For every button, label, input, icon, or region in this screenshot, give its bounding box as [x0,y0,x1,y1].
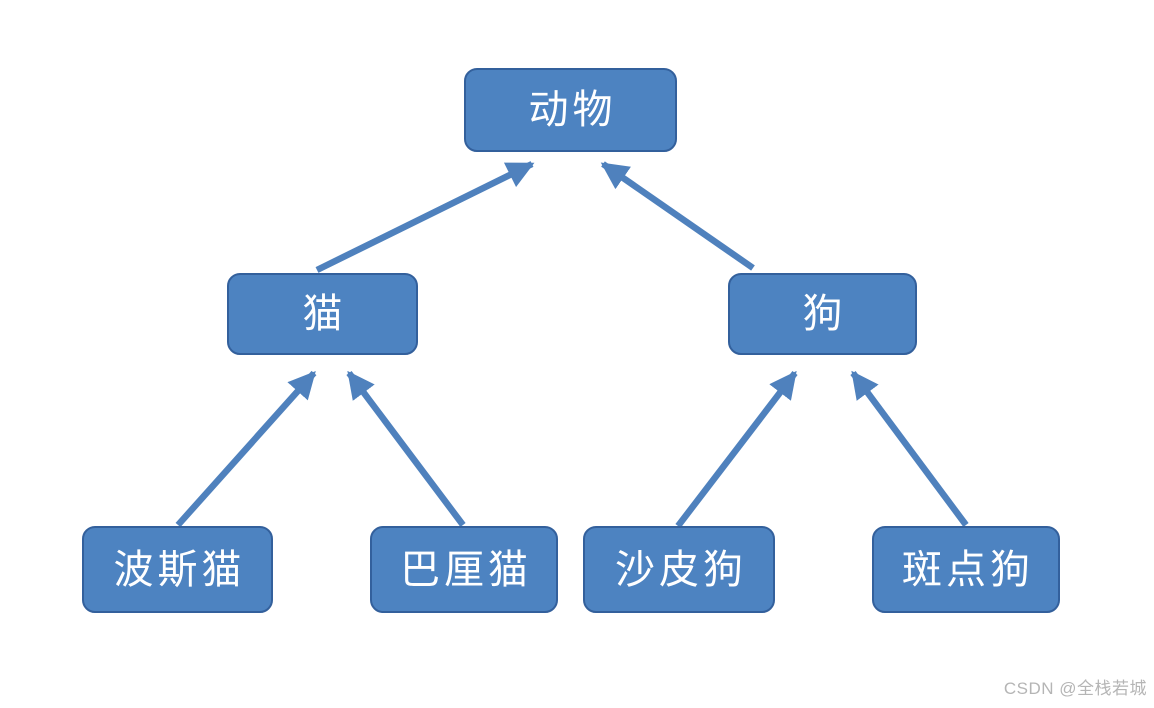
node-animal: 动物 [464,68,677,152]
node-cat: 猫 [227,273,418,355]
node-label-balinese-cat: 巴厘猫 [400,546,532,592]
arrow-persian-cat-to-cat [175,370,317,528]
node-label-dog: 狗 [802,291,847,336]
node-dalmatian-dog: 斑点狗 [872,526,1060,613]
node-dog: 狗 [728,273,917,355]
node-balinese-cat: 巴厘猫 [370,526,558,613]
arrow-dog-to-animal [600,161,755,271]
arrow-balinese-cat-to-cat [346,370,466,527]
arrow-cat-to-animal [315,161,535,273]
node-persian-cat: 波斯猫 [82,526,273,613]
watermark-text: CSDN @全栈若城 [1003,679,1147,698]
node-label-sharpei-dog: 沙皮狗 [615,546,747,592]
arrow-dalmatian-dog-to-dog [850,370,969,527]
node-sharpei-dog: 沙皮狗 [583,526,775,613]
arrow-sharpei-dog-to-dog [675,370,798,528]
node-label-persian-cat: 波斯猫 [113,546,246,592]
watermark: CSDN @全栈若城 [1004,674,1147,699]
node-label-dalmatian-dog: 斑点狗 [902,546,1034,592]
node-label-animal: 动物 [528,87,617,132]
node-label-cat: 猫 [302,291,347,336]
